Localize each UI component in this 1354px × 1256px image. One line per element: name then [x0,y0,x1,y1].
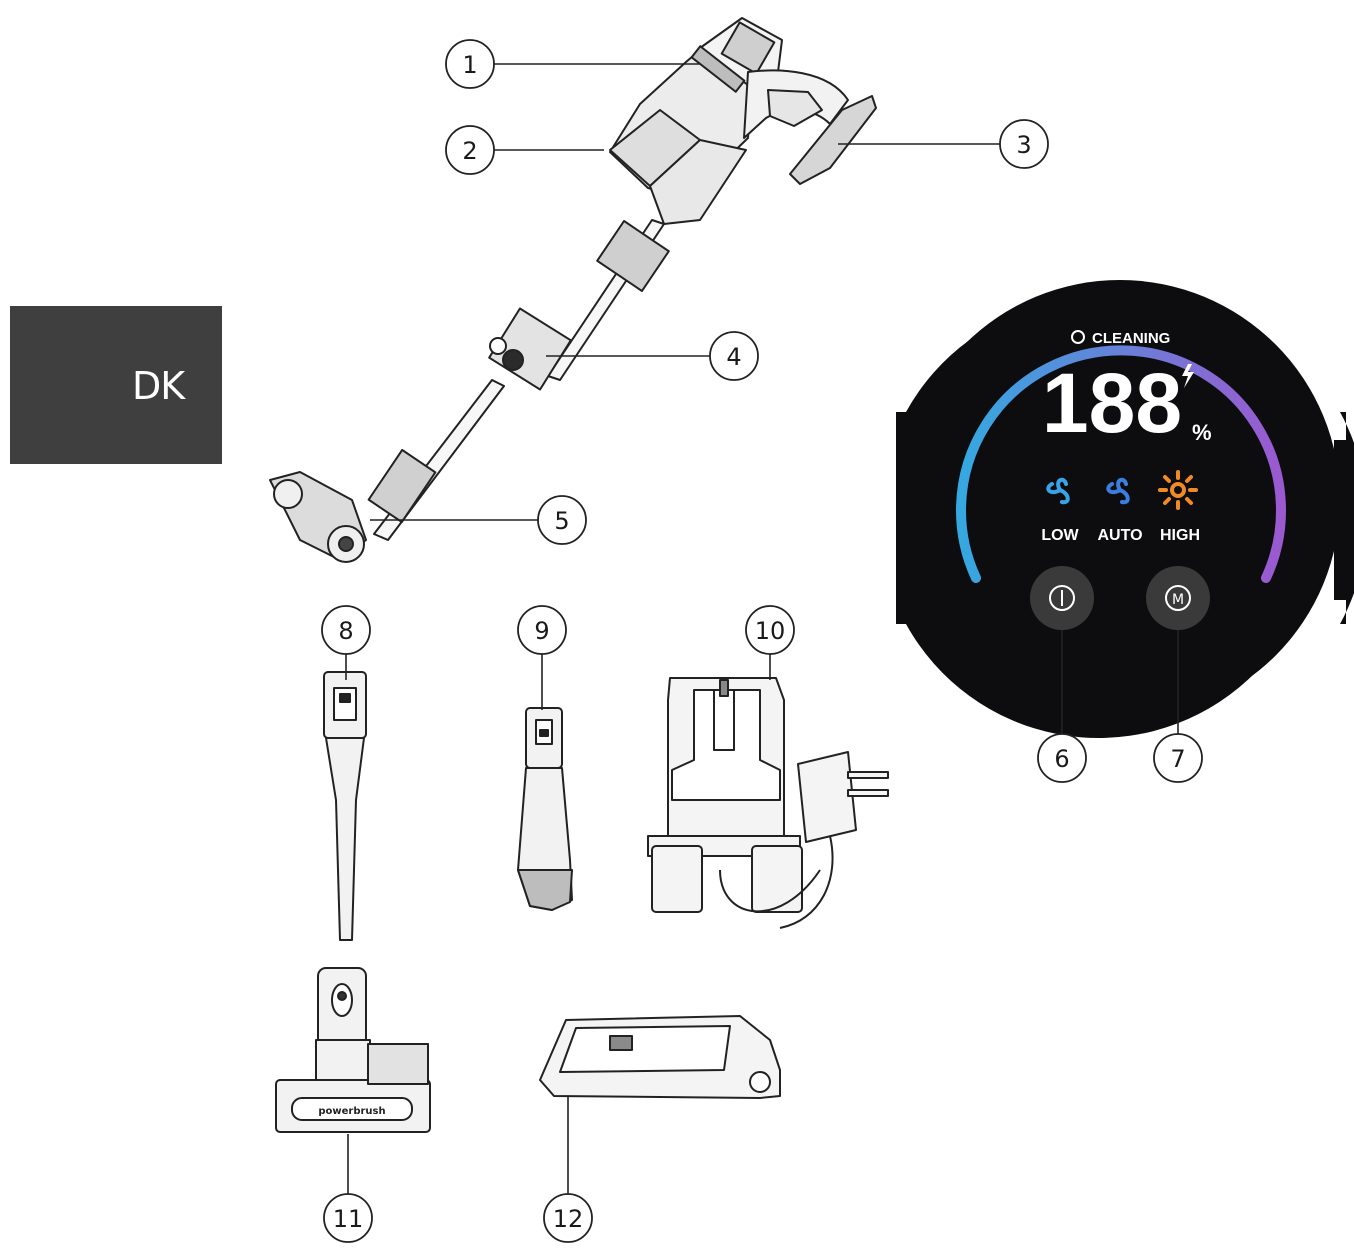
power-icon [1049,585,1075,611]
battery-pack [539,1015,781,1099]
svg-text:1: 1 [462,51,477,79]
vacuum-main-unit [269,17,877,563]
svg-text:4: 4 [726,343,741,371]
mode-low-label: LOW [1041,527,1079,544]
panel-arc [956,345,1286,583]
callout-6: 6 [1037,733,1087,783]
svg-text:6: 6 [1054,745,1069,773]
svg-text:11: 11 [333,1205,364,1233]
cleaning-status-icon [1071,330,1085,344]
callout-1: 1 [445,39,495,89]
leader-lines [345,63,1179,1194]
battery-unit: % [1192,420,1212,445]
svg-text:M: M [1172,592,1184,608]
mode-m-icon [1165,585,1191,611]
mode-button[interactable]: M [1146,566,1210,630]
mode-auto-label: AUTO [1097,527,1142,544]
display-panel: CLEANING 188 % LOW AUTO HIGH [896,280,1354,738]
battery-digits: 188 [1042,356,1182,450]
language-tag: DK [10,306,222,464]
svg-text:2: 2 [462,137,477,165]
crevice-tool [323,671,367,941]
fan-auto-icon [1106,477,1130,505]
svg-text:7: 7 [1170,745,1185,773]
powerbrush-label: powerbrush [318,1106,385,1117]
svg-text:12: 12 [553,1205,584,1233]
language-tag-label: DK [132,364,185,408]
power-button[interactable] [1030,566,1094,630]
svg-text:8: 8 [338,617,353,645]
powerbrush-tool: powerbrush [275,967,431,1133]
mode-high-label: HIGH [1160,527,1200,544]
callout-9: 9 [517,605,567,655]
callout-8: 8 [321,605,371,655]
cleaning-status-label: CLEANING [1092,330,1170,347]
callout-7: 7 [1153,733,1203,783]
fan-high-icon [1158,470,1198,510]
charging-bolt-icon [1182,364,1194,388]
fan-low-icon [1046,477,1070,505]
callout-11: 11 [323,1193,373,1243]
callout-12: 12 [543,1193,593,1243]
dusting-brush-tool [517,707,573,911]
callout-5: 5 [537,495,587,545]
docking-station-charger [647,677,889,929]
callout-2: 2 [445,125,495,175]
svg-text:3: 3 [1016,131,1031,159]
callout-10: 10 [745,605,795,655]
svg-text:5: 5 [554,507,569,535]
callout-3: 3 [999,119,1049,169]
svg-text:10: 10 [755,617,786,645]
callout-4: 4 [709,331,759,381]
svg-text:9: 9 [534,617,549,645]
